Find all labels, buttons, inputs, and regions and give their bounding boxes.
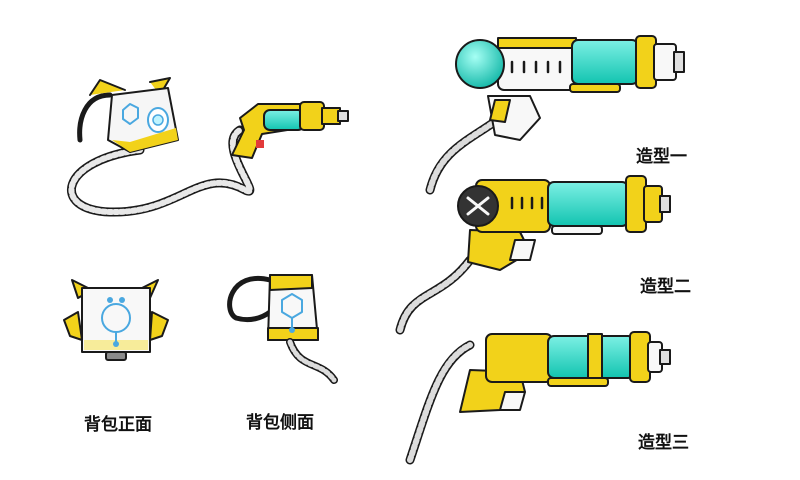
backpack-front-drawing	[63, 279, 169, 361]
gun-style-1-drawing	[425, 35, 685, 195]
caption-backpack-front: 背包正面	[84, 415, 152, 435]
backpack-assembly	[67, 77, 349, 217]
caption-style-1: 造型一	[636, 147, 687, 167]
caption-style-3: 造型三	[638, 433, 689, 453]
caption-backpack-side: 背包侧面	[246, 413, 314, 433]
backpack-side-drawing	[227, 274, 338, 384]
gun-style-3-drawing	[405, 331, 671, 465]
caption-style-2: 造型二	[640, 277, 691, 297]
gun-style-2-drawing	[395, 175, 671, 335]
